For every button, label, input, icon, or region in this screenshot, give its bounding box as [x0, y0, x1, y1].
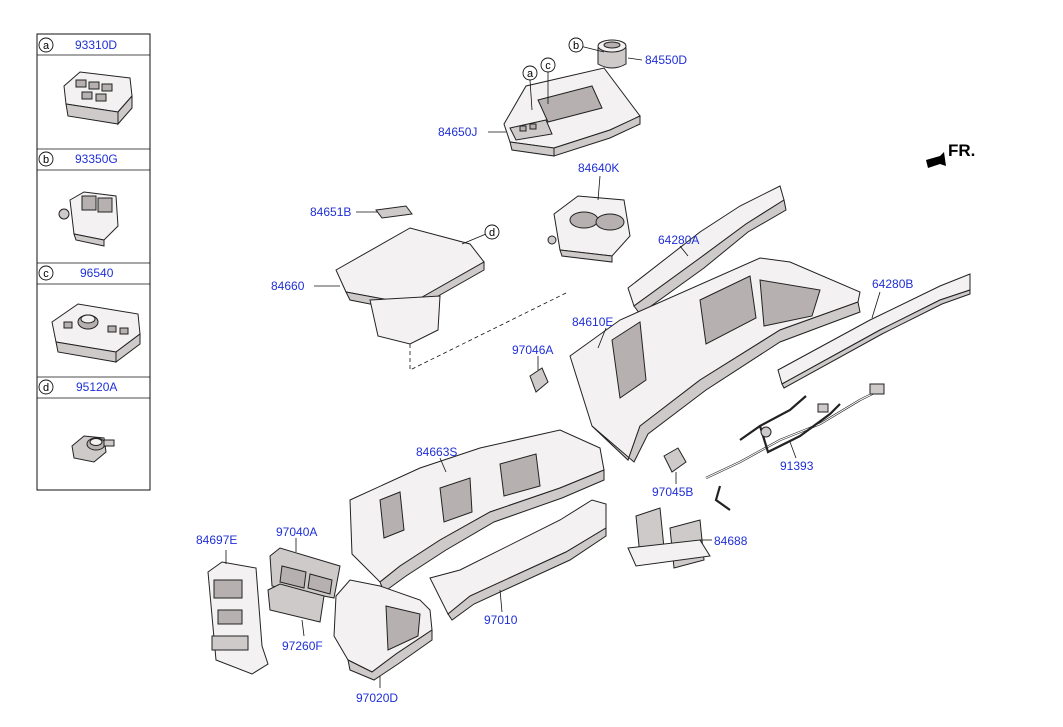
legend-part-number: 93310D	[75, 38, 117, 52]
part-label-84550D: 84550D	[645, 53, 687, 67]
part-label-84697E: 84697E	[196, 533, 237, 547]
console-frame-part: 84663S	[349, 429, 605, 593]
callout-c: c	[545, 60, 551, 72]
direction-label: FR.	[948, 141, 975, 160]
small-vent-left-part: 97046A	[512, 343, 553, 393]
part-label-97260F: 97260F	[282, 639, 323, 653]
bracket-part: 84688	[627, 507, 748, 569]
part-label-97020D: 97020D	[356, 691, 398, 705]
part-label-84663S: 84663S	[416, 445, 457, 459]
legend-part-number: 93350G	[75, 152, 118, 166]
part-label-84688: 84688	[714, 534, 748, 548]
part-label-84650J: 84650J	[438, 125, 477, 139]
part-label-97046A: 97046A	[512, 343, 553, 357]
small-vent-right-part: 97045B	[652, 447, 693, 499]
rear-duct-part: 97020D	[333, 579, 433, 705]
part-label-64280A: 64280A	[658, 233, 699, 247]
rear-vent-part: 97040A	[269, 525, 341, 599]
legend-row-c: c 96540	[38, 265, 141, 363]
legend-key: c	[43, 268, 49, 280]
side-trim-left-part: 64280A	[627, 185, 787, 315]
part-label-91393: 91393	[780, 459, 814, 473]
part-label-97040A: 97040A	[276, 525, 317, 539]
part-label-84640K: 84640K	[578, 161, 619, 175]
legend-table: a 93310D b 93350G	[36, 33, 151, 491]
cup-holder-part: 84640K	[547, 161, 631, 263]
control-knob-icon	[51, 303, 141, 363]
part-label-97010: 97010	[484, 613, 518, 627]
part-label-84610E: 84610E	[572, 315, 613, 329]
callout-a: a	[527, 68, 534, 80]
part-label-97045B: 97045B	[652, 485, 693, 499]
part-label-64280B: 64280B	[872, 277, 913, 291]
rear-panel-part: 84697E	[196, 533, 269, 675]
shifter-bezel-part: 84650J a c	[438, 57, 641, 157]
legend-part-number: 96540	[80, 266, 114, 280]
legend-key: a	[43, 40, 50, 52]
legend-row-b: b 93350G	[38, 151, 119, 247]
legend-row-d: d 95120A	[38, 379, 117, 463]
callout-b: b	[573, 40, 579, 52]
armrest-part: 84660 d	[271, 224, 569, 371]
control-unit-part: 97260F	[267, 583, 325, 653]
switch-block-icon	[58, 191, 119, 247]
switch-panel-icon	[63, 71, 133, 126]
front-direction-indicator: FR.	[926, 141, 975, 168]
connector-icon	[71, 435, 115, 463]
cup-cover-part: 84550D b	[568, 37, 687, 69]
console-body-part: 84610E	[569, 257, 861, 463]
legend-key: d	[43, 382, 49, 394]
legend-row-a: a 93310D	[38, 37, 133, 126]
wiring-harness-part: 91393	[705, 383, 885, 511]
part-label-84651B: 84651B	[310, 205, 351, 219]
legend-key: b	[43, 154, 49, 166]
air-duct-part: 97010	[429, 499, 607, 627]
legend-part-number: 95120A	[76, 380, 117, 394]
part-label-84660: 84660	[271, 279, 305, 293]
side-trim-right-part: 64280B	[777, 273, 971, 389]
callout-d: d	[489, 227, 495, 239]
direction-arrow-icon	[926, 152, 946, 168]
armrest-pad-part: 84651B	[310, 205, 413, 219]
